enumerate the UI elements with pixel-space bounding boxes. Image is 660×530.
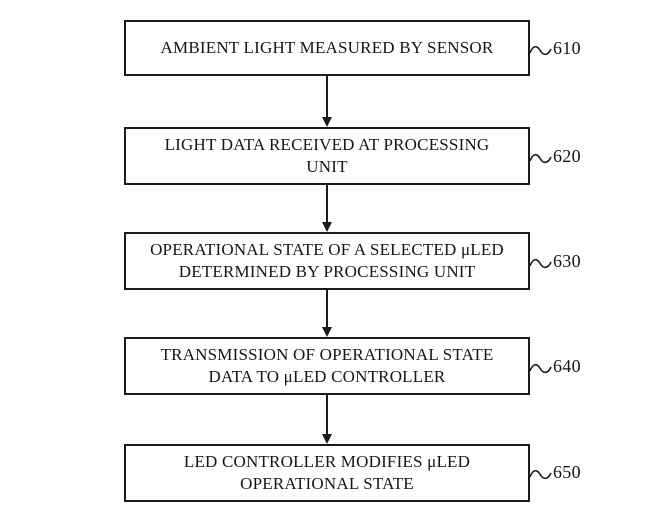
down-arrow	[321, 185, 332, 232]
step-ref-number: 620	[553, 145, 581, 166]
ref-label-640: 640	[529, 355, 581, 377]
flow-step-text: TRANSMISSION OF OPERATIONAL STATE DATA T…	[160, 344, 494, 386]
flow-step-text: OPERATIONAL STATE OF A SELECTED μLED DET…	[150, 239, 504, 281]
down-arrow	[321, 395, 332, 444]
arrow-shaft	[325, 76, 328, 118]
step-ref-number: 610	[553, 37, 581, 58]
arrowhead-icon	[321, 327, 332, 337]
arrowhead-icon	[321, 117, 332, 127]
flow-step-box-640: TRANSMISSION OF OPERATIONAL STATE DATA T…	[124, 337, 530, 395]
step-ref-number: 640	[553, 355, 581, 376]
flow-step-text: AMBIENT LIGHT MEASURED BY SENSOR	[160, 37, 494, 57]
squiggle-connector-icon	[529, 153, 552, 163]
ref-label-610: 610	[529, 37, 581, 59]
down-arrow	[321, 290, 332, 337]
flow-step-box-630: OPERATIONAL STATE OF A SELECTED μLED DET…	[124, 232, 530, 290]
ref-label-630: 630	[529, 250, 581, 272]
ref-label-650: 650	[529, 461, 581, 483]
flow-step-text: LED CONTROLLER MODIFIES μLED OPERATIONAL…	[183, 451, 471, 493]
arrow-shaft	[325, 290, 328, 328]
squiggle-connector-icon	[529, 363, 552, 373]
flow-step-box-610: AMBIENT LIGHT MEASURED BY SENSOR	[124, 20, 530, 76]
down-arrow	[321, 76, 332, 127]
arrowhead-icon	[321, 434, 332, 444]
flow-step-box-620: LIGHT DATA RECEIVED AT PROCESSING UNIT	[124, 127, 530, 185]
step-ref-number: 630	[553, 250, 581, 271]
squiggle-connector-icon	[529, 45, 552, 55]
arrowhead-icon	[321, 222, 332, 232]
flow-step-box-650: LED CONTROLLER MODIFIES μLED OPERATIONAL…	[124, 444, 530, 502]
arrow-shaft	[325, 395, 328, 435]
arrow-shaft	[325, 185, 328, 223]
ref-label-620: 620	[529, 145, 581, 167]
step-ref-number: 650	[553, 461, 581, 482]
squiggle-connector-icon	[529, 469, 552, 479]
squiggle-connector-icon	[529, 258, 552, 268]
flow-step-text: LIGHT DATA RECEIVED AT PROCESSING UNIT	[164, 134, 490, 176]
